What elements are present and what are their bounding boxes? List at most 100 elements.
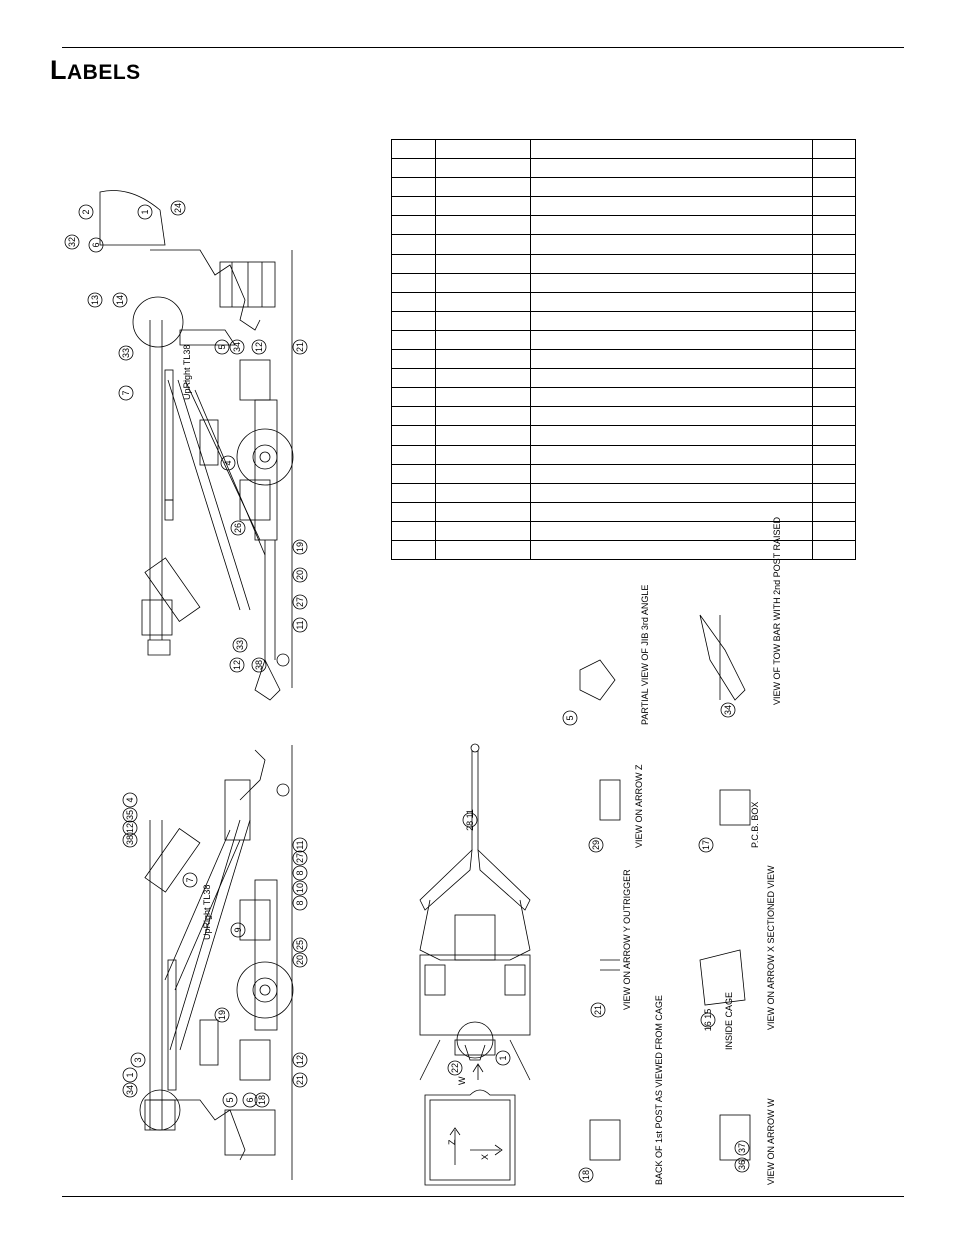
upper-callout-circle — [64, 234, 80, 250]
upper-callout-circle — [112, 292, 128, 308]
table-cell — [812, 215, 856, 236]
table-cell — [391, 177, 436, 198]
upper-callout: 12 — [254, 342, 264, 352]
lower-callout: 25 — [295, 940, 305, 950]
view-callout-circle — [495, 1050, 511, 1066]
upper-callout-circle — [78, 204, 94, 220]
lower-callout-circle — [214, 1007, 230, 1023]
lower-callout-circle — [292, 937, 308, 953]
view-callout: 1 — [498, 1055, 508, 1060]
table-row — [391, 138, 856, 160]
lower-callout-circle — [292, 1072, 308, 1088]
table-row — [391, 177, 856, 198]
table-row — [391, 215, 856, 236]
view-callout: 37 — [737, 1143, 747, 1153]
lower-callout-circle — [182, 872, 198, 888]
plan-view — [419, 743, 531, 1081]
lower-callout-circle — [292, 865, 308, 881]
upper-callout: 2 — [81, 209, 91, 214]
lower-callout-circle — [292, 952, 308, 968]
lower-callout: 5 — [225, 1097, 235, 1102]
cage-sketch — [424, 1063, 516, 1186]
table-cell — [529, 177, 814, 198]
upper-callout: 32 — [67, 237, 77, 247]
view-callout: 21 — [593, 1005, 603, 1015]
lower-callout: 1 — [125, 1072, 135, 1077]
lower-callout: 38 — [125, 835, 135, 845]
upper-callout-circle — [118, 385, 134, 401]
lower-callout-circle — [122, 807, 138, 823]
upper-callout-circle — [220, 455, 236, 471]
upper-callout-circle — [88, 237, 104, 253]
view-callout-circle — [700, 1012, 716, 1028]
lower-callout-circle — [254, 1092, 270, 1108]
cage-arrow-label: W — [457, 1076, 467, 1085]
lower-callout-circle — [292, 1052, 308, 1068]
lower-callout-circle — [122, 1067, 138, 1083]
title-rest: ABELS — [67, 61, 141, 84]
table-cell — [529, 215, 814, 236]
lower-callout: 19 — [217, 1010, 227, 1020]
caption-arrow-z: VIEW ON ARROW Z — [634, 764, 644, 848]
upper-upright-text: UpRight TL38 — [182, 345, 192, 400]
upper-callout: 21 — [295, 342, 305, 352]
upper-callout: 26 — [233, 523, 243, 533]
upper-callout-circle — [292, 594, 308, 610]
upper-callout-circle — [229, 657, 245, 673]
view-callout-circle — [562, 710, 578, 726]
view-callout-circle — [720, 702, 736, 718]
lower-callout: 8 — [295, 900, 305, 905]
table-cell — [812, 138, 856, 160]
view-callout: 28 11 — [465, 809, 475, 831]
view-callout-circle — [578, 1167, 594, 1183]
upper-callout-circle — [230, 520, 246, 536]
table-cell — [529, 158, 814, 179]
caption-pcb-box: P.C.B. BOX — [750, 802, 760, 848]
upper-callout-circle — [232, 637, 248, 653]
upper-callout-circle — [118, 345, 134, 361]
lower-callout-circle — [122, 832, 138, 848]
table-cell — [391, 196, 436, 217]
upper-callout: 1 — [140, 209, 150, 214]
lower-callout: 11 — [295, 840, 305, 849]
view-callout: 16 15 — [703, 1009, 713, 1032]
lower-callout: 3 — [133, 1057, 143, 1062]
lower-callout: 8 — [295, 870, 305, 875]
upper-callout-circle — [214, 339, 230, 355]
lower-callout: 18 — [257, 1095, 267, 1105]
upper-callout: 7 — [121, 390, 131, 395]
view-callout: 18 — [581, 1170, 591, 1180]
lower-callout-circle — [242, 1092, 258, 1108]
page-title: LABELS — [50, 55, 141, 88]
table-cell — [391, 234, 436, 255]
caption-arrow-w: VIEW ON ARROW W — [766, 1098, 776, 1185]
lower-machine-view: UpRight TL38 — [139, 745, 294, 1180]
lower-callout: 12 — [295, 1055, 305, 1065]
table-cell — [391, 539, 436, 561]
table-row — [391, 158, 856, 179]
cage-arrow-label: Z — [447, 1139, 457, 1145]
table-row — [391, 387, 856, 408]
lower-callout-circle — [230, 922, 246, 938]
upper-callout-circle — [292, 339, 308, 355]
lower-callout-circle — [222, 1092, 238, 1108]
caption-inside-cage: INSIDE CAGE — [724, 992, 734, 1050]
lower-callout: 9 — [233, 927, 243, 932]
cage-arrow-label: X — [480, 1154, 490, 1160]
lower-callout: 10 — [295, 883, 305, 893]
lower-callout: 35 — [125, 810, 135, 820]
lower-callout: 6 — [245, 1097, 255, 1102]
upper-callout-circle — [87, 292, 103, 308]
table-cell — [812, 177, 856, 198]
lower-callout: 27 — [295, 853, 305, 863]
upper-callout: 33 — [121, 348, 131, 358]
table-row — [391, 329, 856, 351]
caption-back-post: BACK OF 1st POST AS VIEWED FROM CAGE — [654, 995, 664, 1185]
title-first-letter: L — [50, 55, 67, 85]
upper-callout-circle — [229, 339, 245, 355]
view-callout-circle — [462, 812, 478, 828]
lower-callout-circle — [292, 880, 308, 896]
caption-tow-bar: VIEW OF TOW BAR WITH 2nd POST RAISED — [772, 516, 782, 705]
table-row — [391, 272, 856, 293]
lower-callout: 20 — [295, 955, 305, 965]
